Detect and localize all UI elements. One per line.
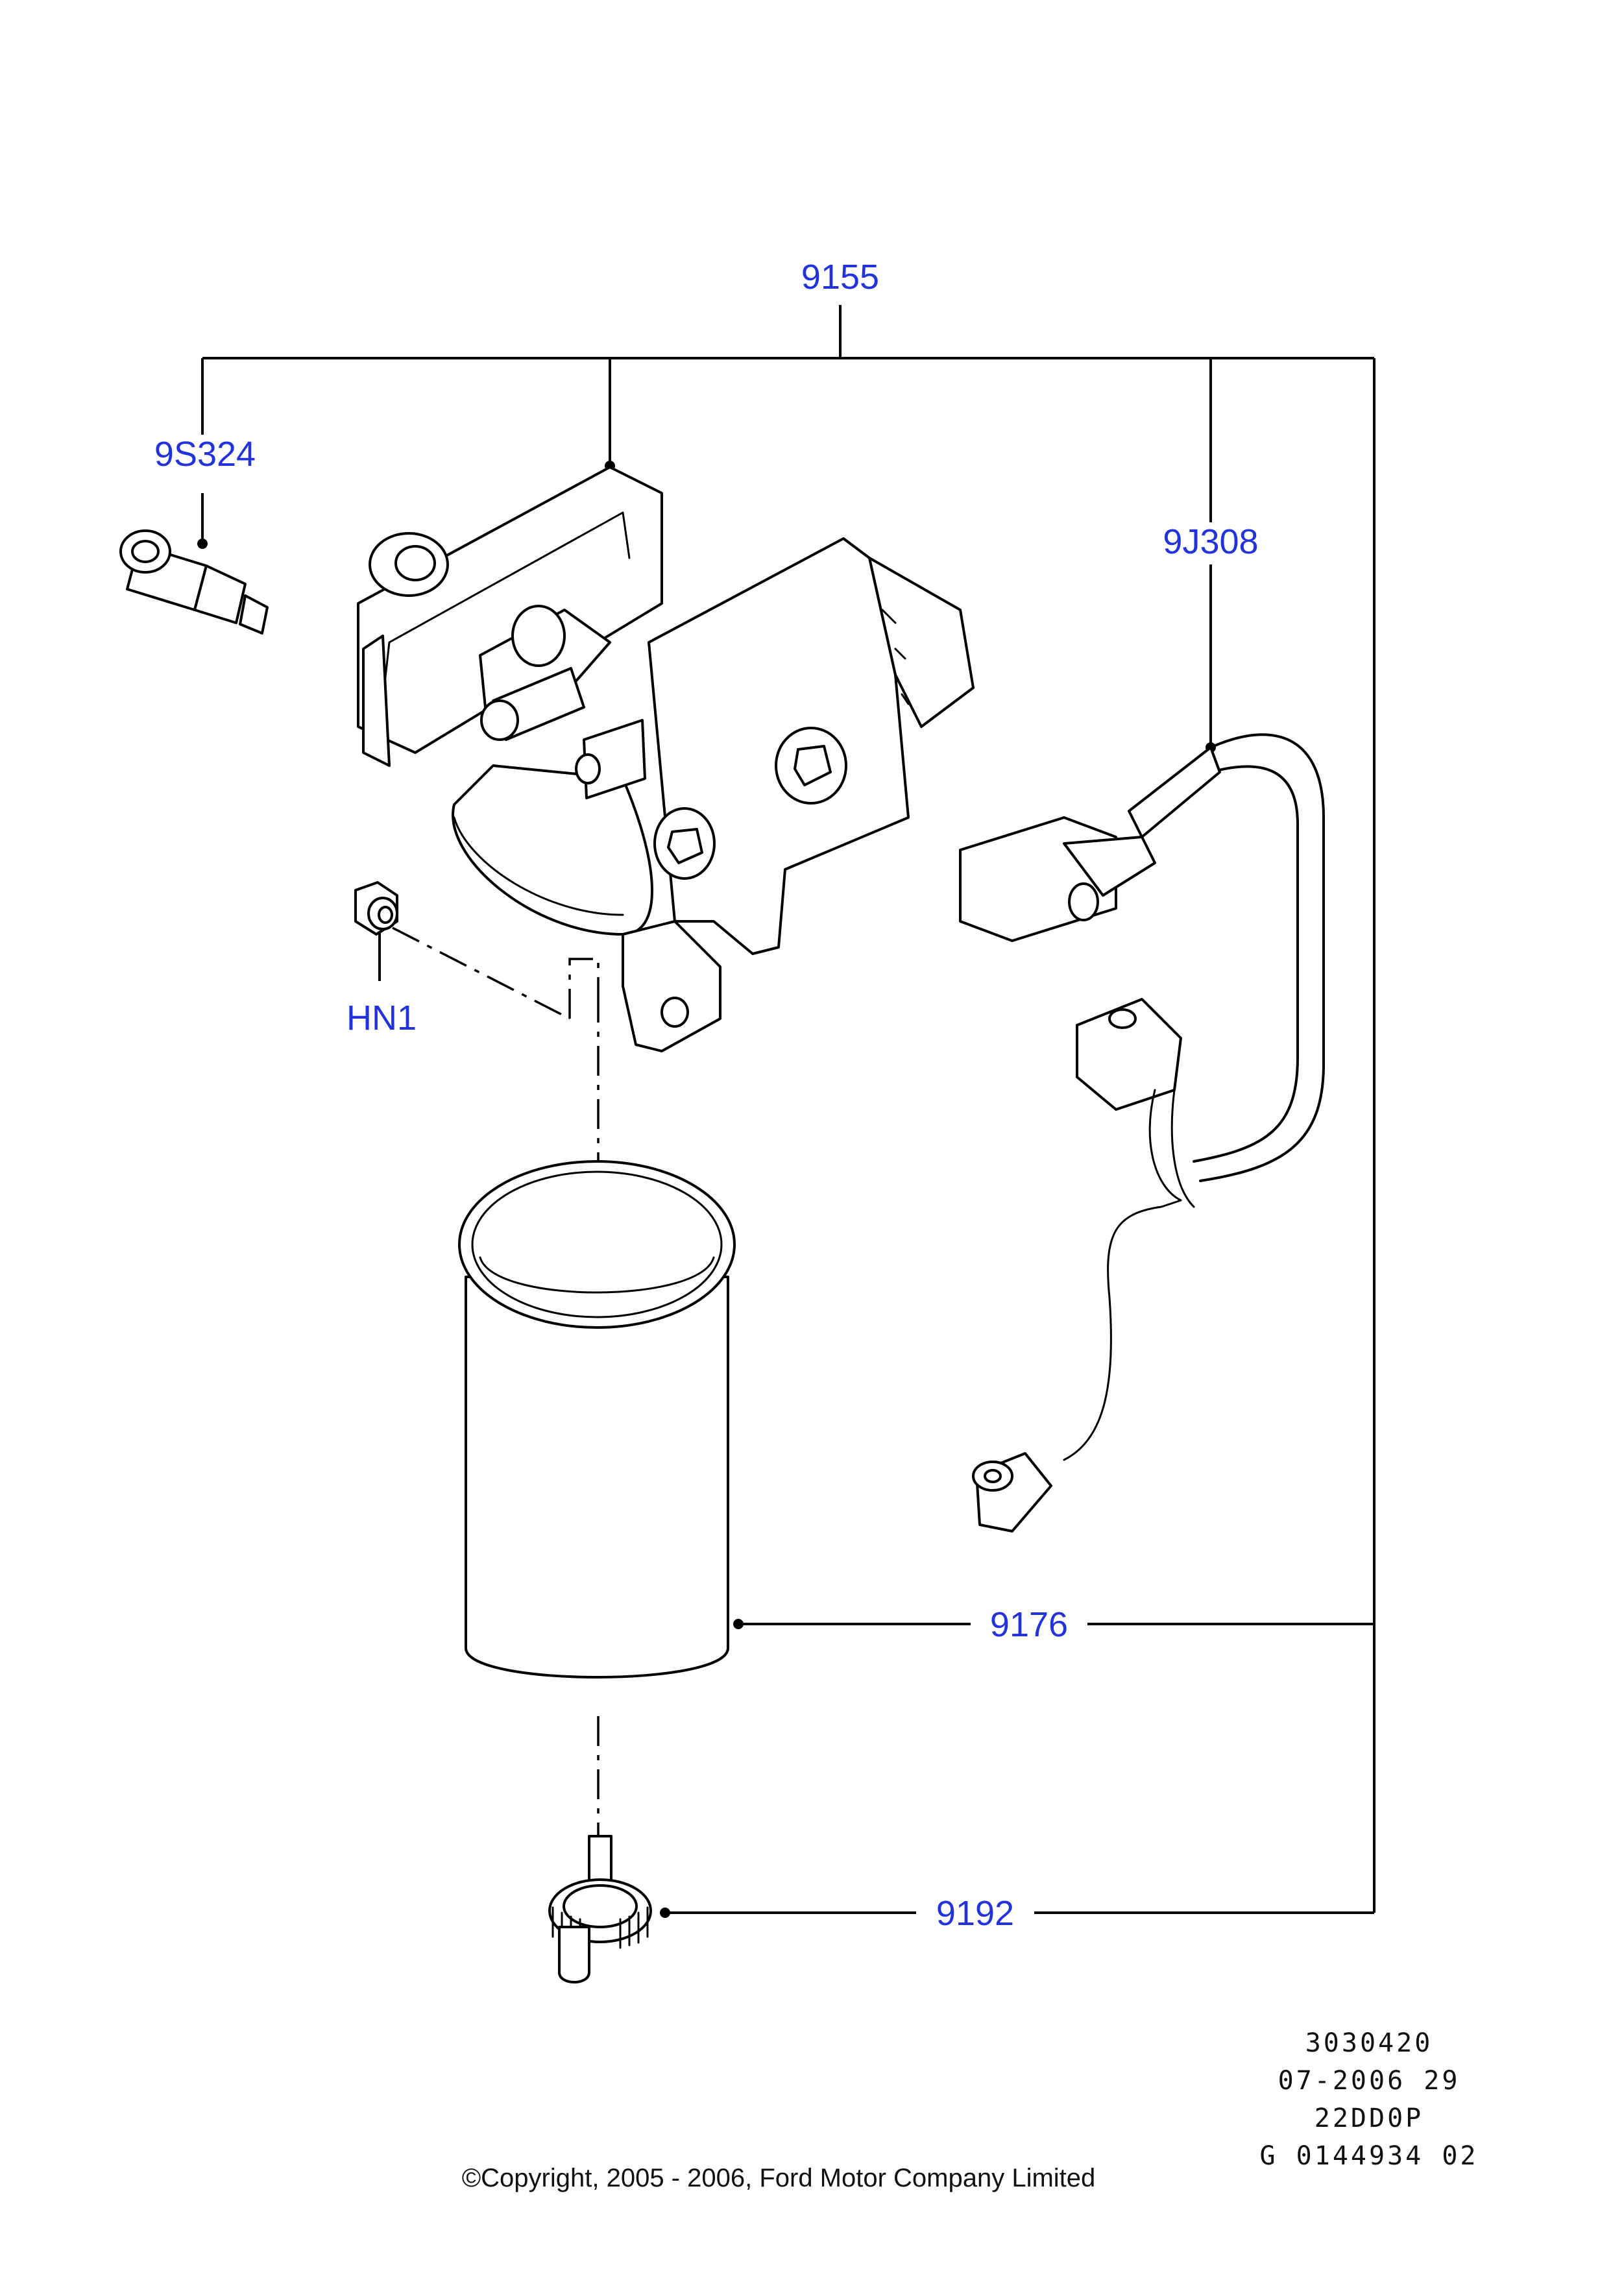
callout-9s324: 9S324: [154, 435, 256, 474]
flange-nut: [354, 881, 398, 936]
reference-block: 3030420 07-2006 29 22DD0P G 0144934 02: [1260, 2028, 1479, 2171]
sensor-harness: [959, 733, 1325, 1533]
reference-date: 07-2006 29: [1278, 2066, 1460, 2096]
callout-9j308: 9J308: [1163, 522, 1258, 561]
reference-code: 3030420: [1305, 2028, 1433, 2058]
centre-lines: [392, 927, 600, 1836]
drain-plug: [548, 1835, 652, 1983]
callout-9176: 9176: [990, 1605, 1068, 1644]
copyright-notice: ©Copyright, 2005 - 2006, Ford Motor Comp…: [462, 2164, 1096, 2192]
reference-id: G 0144934 02: [1260, 2141, 1479, 2171]
filter-head-bracket: [357, 466, 975, 1052]
callout-hn1: HN1: [346, 999, 417, 1037]
callout-9155: 9155: [801, 258, 879, 297]
water-in-fuel-sensor: [119, 529, 269, 635]
reference-model: 22DD0P: [1315, 2103, 1424, 2133]
fuel-filter-element: [458, 1160, 736, 1679]
callout-9192: 9192: [936, 1894, 1014, 1933]
